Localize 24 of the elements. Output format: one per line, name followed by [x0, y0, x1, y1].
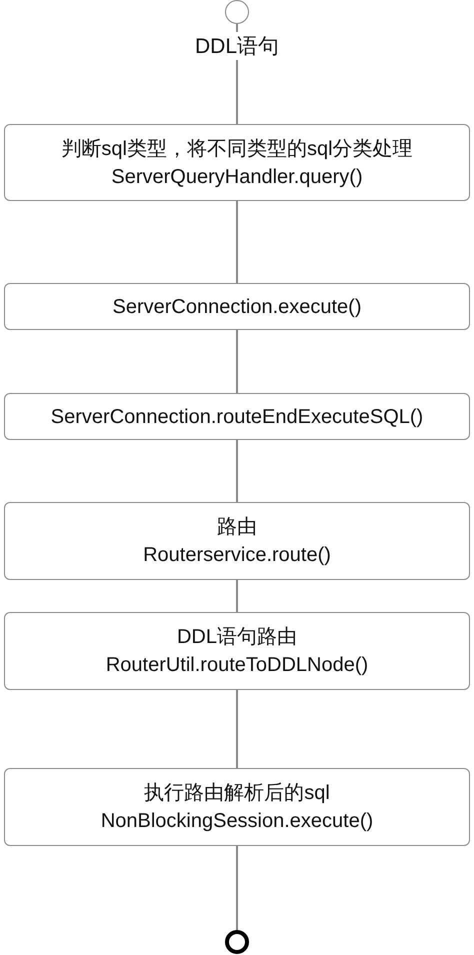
process-box — [4, 393, 470, 440]
box-text: 路由 — [217, 515, 257, 539]
connector-line — [236, 201, 238, 283]
connector-line — [236, 440, 238, 502]
box-text: RouterUtil.routeToDDLNode() — [106, 653, 368, 677]
box-text: 执行路由解析后的sql — [144, 781, 330, 805]
connector-line — [236, 690, 238, 768]
connector-line — [236, 580, 238, 612]
box-text: ServerConnection.execute() — [112, 294, 362, 318]
box-text: NonBlockingSession.execute() — [100, 809, 374, 833]
process-box — [4, 124, 470, 201]
box-text: 判断sql类型，将不同类型的sql分类处理 — [61, 136, 413, 160]
connector-line — [236, 330, 238, 393]
process-box — [4, 283, 470, 330]
box-text: Routerservice.route() — [143, 543, 331, 567]
box-text: ServerQueryHandler.query() — [111, 164, 363, 188]
connector-line — [236, 846, 238, 930]
process-box — [4, 768, 470, 846]
start-circle — [225, 0, 249, 24]
end-circle — [225, 930, 249, 954]
box-text: ServerConnection.routeEndExecuteSQL() — [50, 404, 424, 428]
process-box — [4, 612, 470, 690]
box-text: DDL语句路由 — [176, 625, 297, 649]
process-box — [4, 502, 470, 580]
